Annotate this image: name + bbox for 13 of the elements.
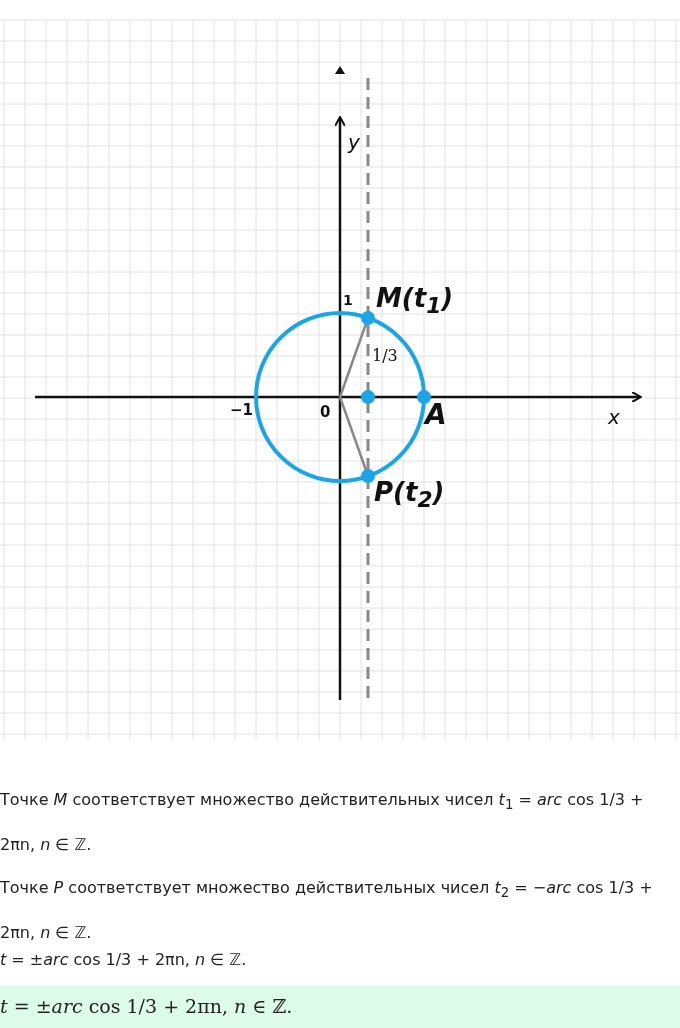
tick-label: 0 bbox=[320, 403, 331, 421]
axis-label: y bbox=[348, 130, 360, 154]
point-label: A bbox=[425, 398, 447, 431]
axis-label: x bbox=[608, 405, 620, 429]
answer-text: t = ±arc cos 1/3 + 2πn, n ∈ ℤ. bbox=[0, 949, 248, 971]
solution-text: Точке M соответствует множество действительных чисел t$_{1}$ = arc cos 1/3 + 2πn, n ∈ ℤ. bbox=[0, 789, 645, 857]
fraction-label: 1/3 bbox=[372, 346, 398, 365]
tick-label: −1 bbox=[230, 401, 253, 419]
solution-text: Точке P соответствует множество действительных чисел t$_{2}$ = −arc cos 1/3 + 2πn, n ∈ ℤ. bbox=[0, 877, 654, 945]
tick-label: 1 bbox=[343, 292, 353, 308]
point-label: M(t$_{1}$) bbox=[376, 283, 454, 319]
answer-text: t = ±arc cos 1/3 + 2πn, n ∈ ℤ. bbox=[0, 986, 680, 1028]
point-label: P(t$_{2}$) bbox=[374, 477, 445, 513]
